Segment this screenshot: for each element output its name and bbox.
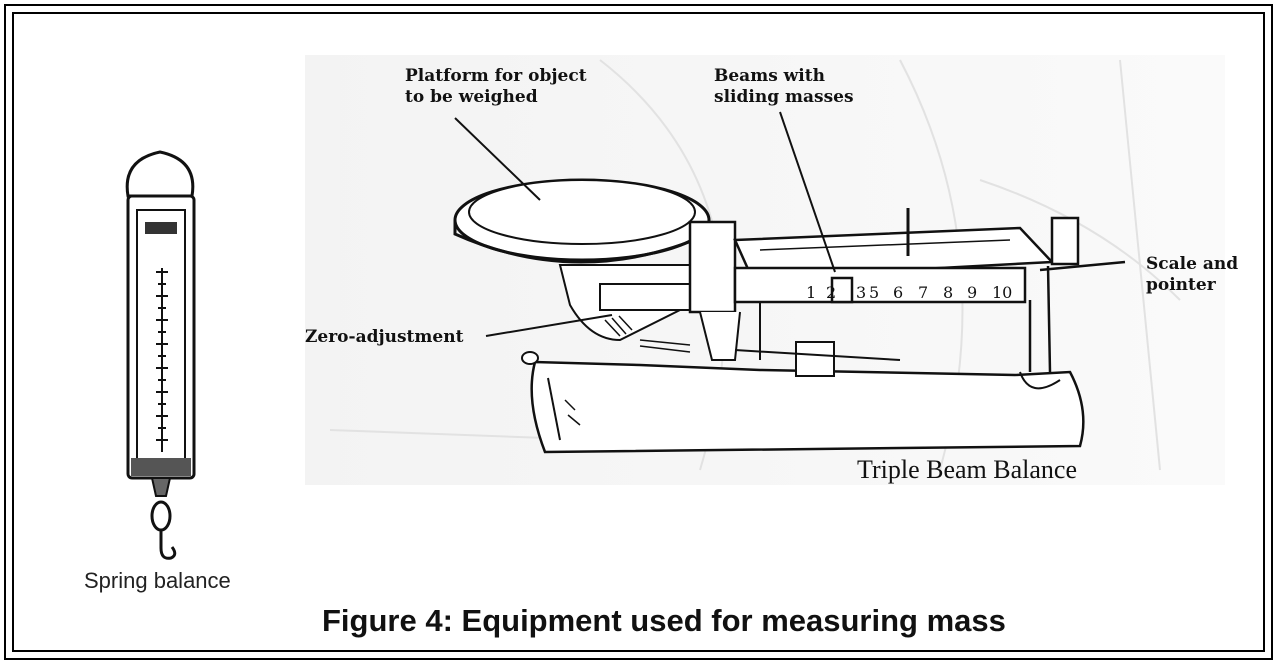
pointer-scale: [1050, 216, 1080, 266]
beams-leader-line: [779, 111, 836, 273]
spring-balance-knob: [125, 150, 195, 198]
beam-number: 10: [992, 283, 1012, 302]
right-post: [1028, 265, 1052, 373]
triple-beam-caption: Triple Beam Balance: [857, 455, 1077, 484]
beams-label-line: Beams with: [714, 66, 825, 86]
central-post: [688, 220, 737, 314]
zero-adjust-leader-line: [485, 314, 613, 337]
platform-pan-inner: [468, 179, 696, 245]
spring-balance-indicator: [145, 222, 177, 234]
balance-base: [530, 360, 1085, 454]
beam-number: 2: [826, 283, 836, 302]
spring-balance-cap: [131, 458, 191, 476]
figure-title: Figure 4: Equipment used for measuring m…: [322, 603, 1006, 638]
triple-beam-balance-drawing: [453, 178, 1126, 454]
beam-number: 7: [918, 283, 928, 302]
pointer: [1039, 260, 1126, 272]
beam-number: 8: [943, 283, 953, 302]
beam-number: 6: [893, 283, 903, 302]
platform-label-line: to be weighed: [405, 87, 538, 107]
beams-label-line: sliding masses: [714, 87, 854, 107]
scale-pointer-label: Scale and pointer: [1146, 254, 1238, 296]
beam-number: 1: [806, 283, 816, 302]
balance-foot-left: [521, 351, 539, 365]
platform-label-line: Platform for object: [405, 66, 587, 86]
front-beam: [733, 266, 1027, 304]
beam-number: 5: [869, 283, 879, 302]
spring-balance-hook-mount: [150, 477, 172, 497]
beams-label: Beams with sliding masses: [714, 66, 854, 108]
beam-number: 3: [856, 283, 866, 302]
scale-pointer-label-line: Scale and: [1146, 254, 1239, 274]
front-slider-mass: [830, 276, 854, 304]
platform-leader-line: [454, 117, 541, 201]
spring-balance-drawing: [125, 150, 196, 560]
outer-border: [4, 4, 1273, 660]
scale-pointer-label-line: pointer: [1146, 275, 1216, 295]
shading: [564, 315, 691, 426]
spring-balance-caption: Spring balance: [84, 568, 231, 593]
spring-balance-hook: [159, 530, 177, 560]
zero-adjustment-label: Zero-adjustment: [305, 327, 464, 347]
lower-slider-mass: [795, 341, 835, 377]
beam-number: 9: [967, 283, 977, 302]
platform-label: Platform for object to be weighed: [405, 66, 587, 108]
leader-lines: [454, 111, 836, 337]
spring-balance-ring: [150, 500, 172, 532]
beam-number-markings: 1 2 3 5 6 7 8 9 10: [806, 283, 1012, 302]
spring-balance-ticks: [156, 271, 168, 441]
